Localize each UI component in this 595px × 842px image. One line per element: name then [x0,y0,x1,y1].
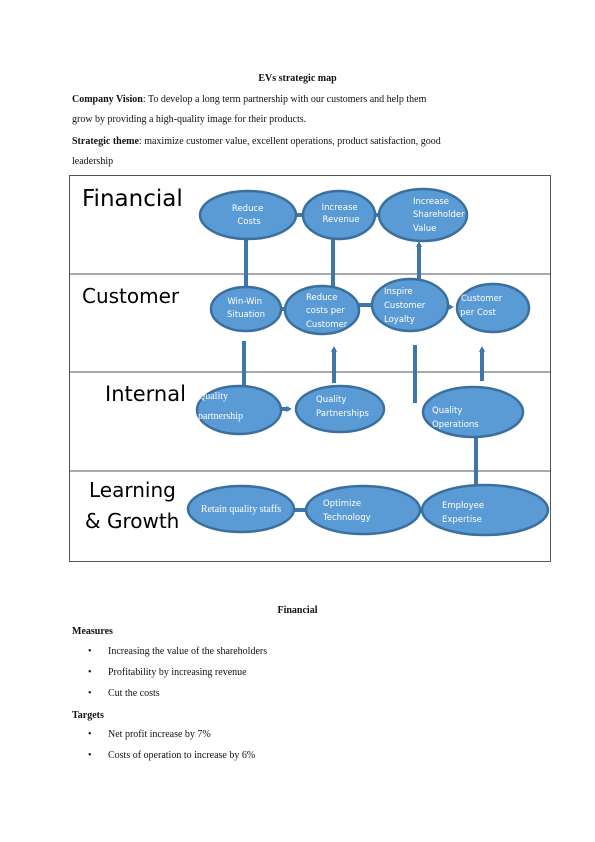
theme-text-1: : maximize customer value, excellent ope… [138,136,441,147]
nodes [186,187,550,537]
vision-text-2: grow by providing a high-quality image f… [72,114,307,125]
node-reduce-costs-per-customer [283,284,361,336]
connectors [242,213,485,512]
strategy-map: Financial Customer Internal Learning & G… [69,175,551,562]
node-label-reduce-costs: Reduce Costs [232,204,266,227]
node-label-win-win: Win-Win Situation [227,297,265,320]
node-label-retain-staffs: Retain quality staffs [201,504,281,515]
node-optimize-technology [304,484,422,536]
node-label-quality-operations: Quality Operations [432,406,479,430]
node-label-customer-per-cost: Customer per Cost [460,294,505,318]
list-item: Cut the costs [88,688,267,709]
node-quality-operations [421,385,525,439]
node-label-increase-shareholder-value: Increase Shareholder Value [413,197,467,234]
row-label-customer: Customer [82,284,180,308]
node-label-inspire-loyalty: Inspire Customer Loyalty [384,287,428,325]
company-vision: Company Vision: To develop a long term p… [72,90,532,130]
row-label-financial: Financial [82,186,183,212]
measures-list: Increasing the value of the shareholders… [88,646,267,709]
row-label-learning-2: & Growth [85,509,179,533]
strategic-theme: Strategic theme: maximize customer value… [72,132,532,172]
node-reduce-costs [198,189,298,241]
list-item: Profitability by increasing revenue [88,667,267,688]
node-customer-per-cost [455,282,531,334]
node-quality-partnership [195,384,283,436]
list-item: Increasing the value of the shareholders [88,646,267,667]
row-label-learning-1: Learning [89,478,176,502]
measures-heading: Measures [72,626,113,637]
node-label-reduce-costs-per-customer: Reduce costs per Customer [306,293,348,330]
node-increase-revenue [301,189,377,241]
node-employee-expertise [420,483,550,537]
node-retain-staffs [186,484,296,534]
targets-list: Net profit increase by 7% Costs of opera… [88,729,255,771]
node-label-quality-partnerships: Quality Partnerships [316,395,369,419]
node-quality-partnerships [294,384,386,434]
node-win-win [209,285,283,333]
node-label-quality-partnership: Quality partnership [198,391,243,422]
node-label-increase-revenue: Increase Revenue [322,203,361,225]
row-label-internal: Internal [105,382,186,406]
vision-text-1: : To develop a long term partnership wit… [142,94,427,105]
list-item: Costs of operation to increase by 6% [88,750,255,771]
node-label-optimize-technology: Optimize Technology [322,499,371,523]
list-item: Net profit increase by 7% [88,729,255,750]
theme-text-2: leadership [72,156,114,167]
vision-label: Company Vision [72,94,143,105]
node-increase-shareholder-value [377,187,469,243]
financial-section-title: Financial [277,605,318,616]
node-inspire-loyalty [370,277,450,333]
targets-heading: Targets [72,710,104,721]
document-title: EVs strategic map [258,73,337,84]
node-label-employee-expertise: Employee Expertise [442,501,487,525]
theme-label: Strategic theme [72,136,139,147]
